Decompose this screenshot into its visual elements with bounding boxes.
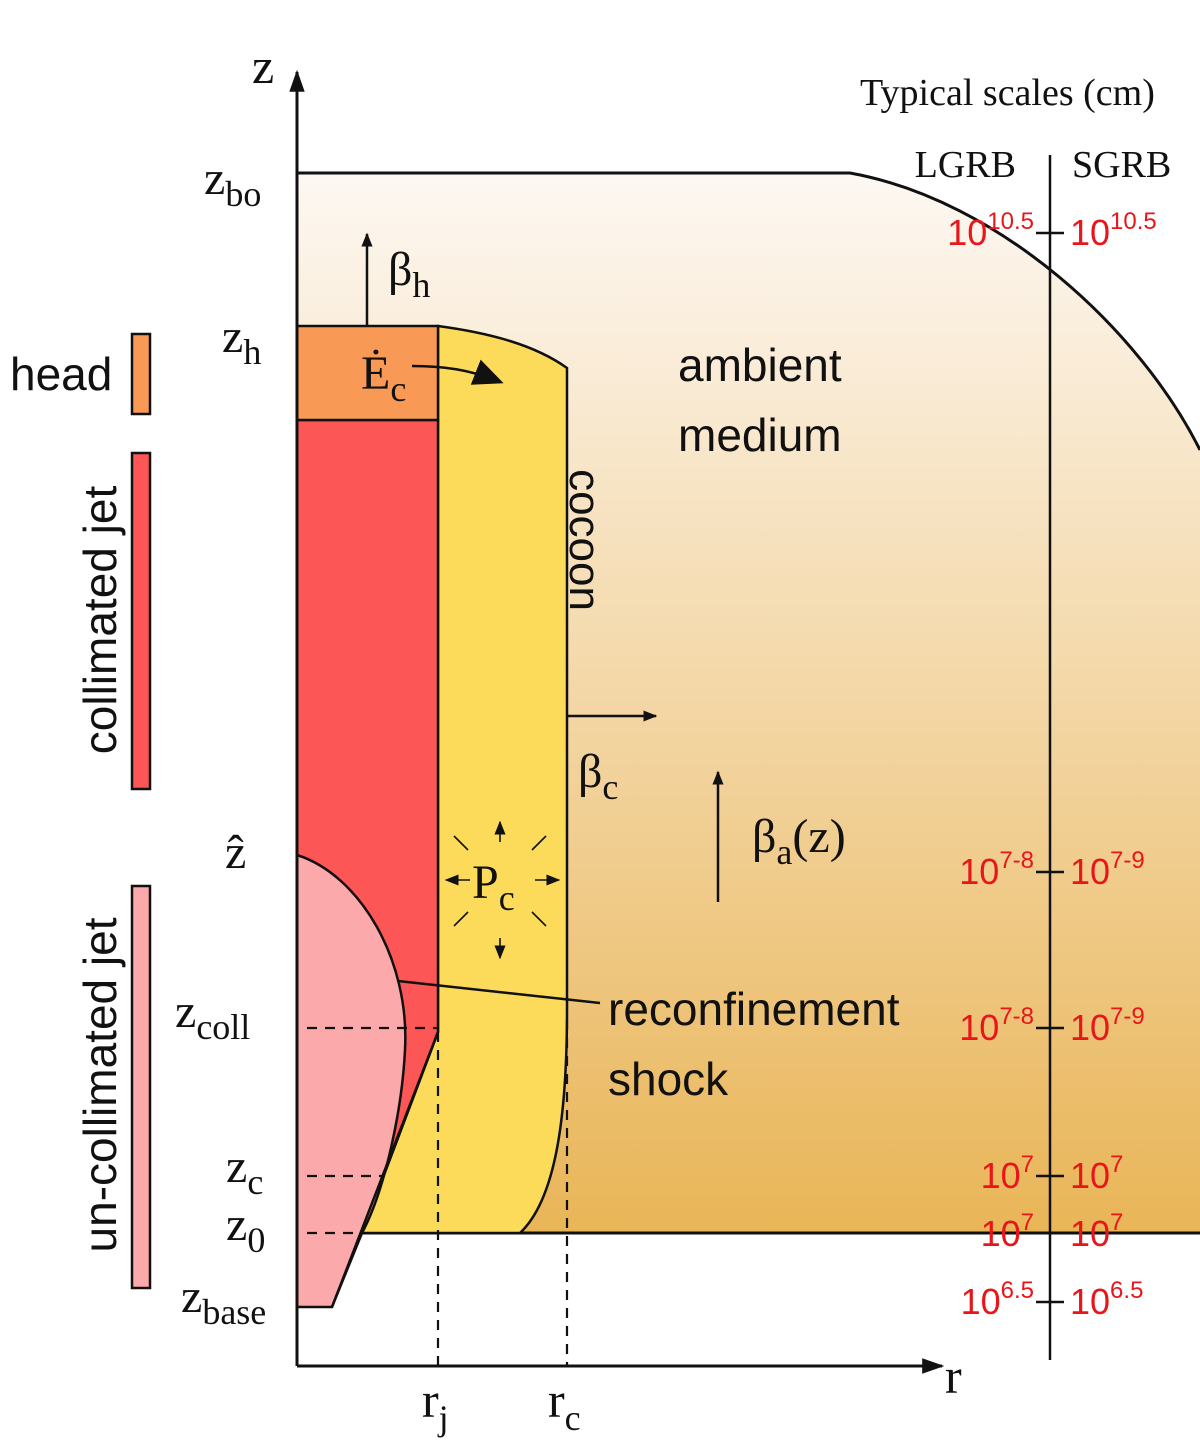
beta-a-label: βa(z) [752, 810, 846, 872]
z-0-label: z0 [226, 1198, 265, 1260]
r-axis-label: r [945, 1348, 962, 1404]
sgrb-scale-value-z_0: 107 [1070, 1209, 1123, 1254]
dashed-guides [307, 1020, 569, 1366]
z-axis-label: z [252, 38, 274, 94]
breakout-boundary-curve [295, 171, 1200, 1233]
ambient-medium-label-line2: medium [678, 409, 842, 461]
sgrb-scale-value-z_coll: 107-9 [1070, 1003, 1145, 1048]
z-hat-label: ẑ [225, 826, 246, 879]
reconfinement-label-line1: reconfinement [608, 983, 900, 1035]
jet-head-region [295, 324, 440, 422]
sgrb-scale-value-z_bo: 1010.5 [1070, 208, 1157, 253]
lgrb-scale-value-z_hat: 107-8 [959, 847, 1034, 892]
head-legend-bar [130, 332, 152, 416]
lgrb-scale-value-z_0: 107 [981, 1209, 1034, 1254]
energy-flux-label: Ėc [361, 347, 406, 409]
head-legend-label: head [10, 348, 112, 400]
pressure-arrows [444, 820, 561, 960]
reconfinement-shock-pointer [397, 979, 601, 1005]
collimated-jet-legend-bar [130, 451, 152, 791]
scales-title: Typical scales (cm) [860, 72, 1155, 114]
lgrb-scale-value-z_base: 106.5 [961, 1277, 1034, 1322]
sgrb-scale-value-z_base: 106.5 [1070, 1277, 1143, 1322]
jet-boundary-line [330, 1031, 440, 1308]
lgrb-header: LGRB [915, 144, 1016, 186]
sgrb-scale-value-z_c: 107 [1070, 1151, 1123, 1196]
cocoon-region [360, 324, 569, 1235]
z-base-label: zbase [181, 1270, 266, 1332]
reconfinement-label-line2: shock [608, 1053, 729, 1105]
uncollimated-jet-region [295, 853, 407, 1309]
beta-h-label: βh [388, 243, 430, 305]
r-j-label: rj [422, 1372, 449, 1438]
sgrb-scale-value-z_hat: 107-9 [1070, 847, 1145, 892]
scale-rows: 1010.5 1010.5 107-8 107-9 107-8 107-9 107 107 10… [947, 208, 1157, 1322]
ambient-medium-label-line1: ambient [678, 339, 842, 391]
lgrb-scale-value-z_bo: 1010.5 [947, 208, 1034, 253]
uncollimated-jet-legend-label: un-collimated jet [74, 917, 126, 1252]
energy-flux-arrow [411, 359, 504, 385]
lgrb-scale-value-z_coll: 107-8 [959, 1003, 1034, 1048]
cocoon-label: cocoon [560, 469, 609, 611]
beta-c-label: βc [578, 745, 618, 807]
sgrb-header: SGRB [1072, 144, 1171, 186]
z-c-label: zc [226, 1140, 263, 1202]
cocoon-pressure-label: Pc [472, 856, 515, 918]
z-coll-label: zcoll [175, 985, 250, 1047]
z-bo-label: zbo [204, 152, 261, 214]
z-h-label: zh [222, 310, 261, 372]
collimated-jet-legend-label: collimated jet [74, 486, 126, 755]
r-c-label: rc [548, 1372, 581, 1438]
lgrb-scale-value-z_c: 107 [981, 1151, 1034, 1196]
uncollimated-jet-legend-bar [130, 884, 152, 1290]
